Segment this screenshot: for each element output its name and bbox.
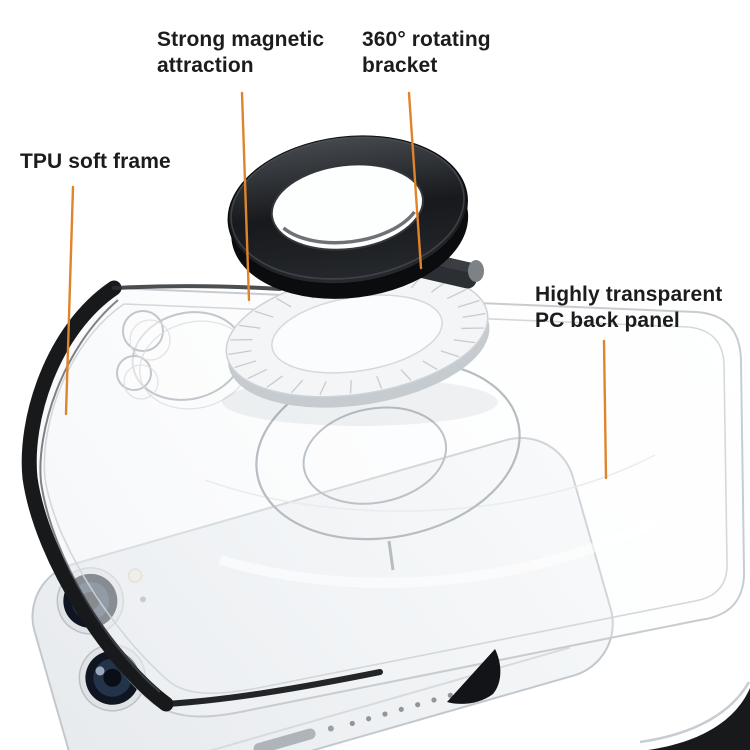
- leader-line-tpu: [64, 185, 75, 416]
- callout-bracket-label: 360° rotating bracket: [362, 28, 491, 78]
- callout-tpu-label: TPU soft frame: [20, 150, 171, 173]
- bottom-right-corner: [639, 681, 750, 750]
- bracket-ring-highlight: [230, 136, 465, 280]
- callout-bracket: 360° rotating bracket: [362, 27, 512, 79]
- hinge-pin: [468, 260, 484, 282]
- charging-port: [253, 728, 316, 750]
- callout-panel-label: Highly transparent PC back panel: [535, 283, 723, 333]
- bracket-ring-hole: [270, 163, 424, 251]
- tpu-frame-highlight: [39, 299, 161, 693]
- phone-edge-chamfer: [175, 646, 571, 750]
- magsafe-align-notch: [387, 540, 395, 571]
- panel-sheen: [218, 515, 663, 588]
- case-inner-lip: [43, 303, 728, 695]
- rotating-bracket-ring: [227, 135, 469, 299]
- panel-reflection-line: [204, 454, 656, 512]
- callout-panel: Highly transparent PC back panel: [535, 282, 735, 334]
- port-screw-right: [327, 725, 334, 732]
- callout-magnetic-label: Strong magnetic attraction: [157, 28, 325, 78]
- callout-magnetic: Strong magnetic attraction: [157, 27, 341, 79]
- leader-line-panel: [602, 339, 608, 480]
- tpu-frame: [21, 280, 383, 712]
- leader-line-bracket: [407, 91, 423, 270]
- callout-tpu: TPU soft frame: [20, 149, 200, 175]
- stand-tab: [447, 649, 501, 704]
- speaker-holes: [349, 692, 453, 727]
- magnetic-ring: [225, 270, 490, 408]
- leader-line-magnetic: [240, 91, 251, 302]
- bracket-ring-inner-shade: [282, 210, 416, 245]
